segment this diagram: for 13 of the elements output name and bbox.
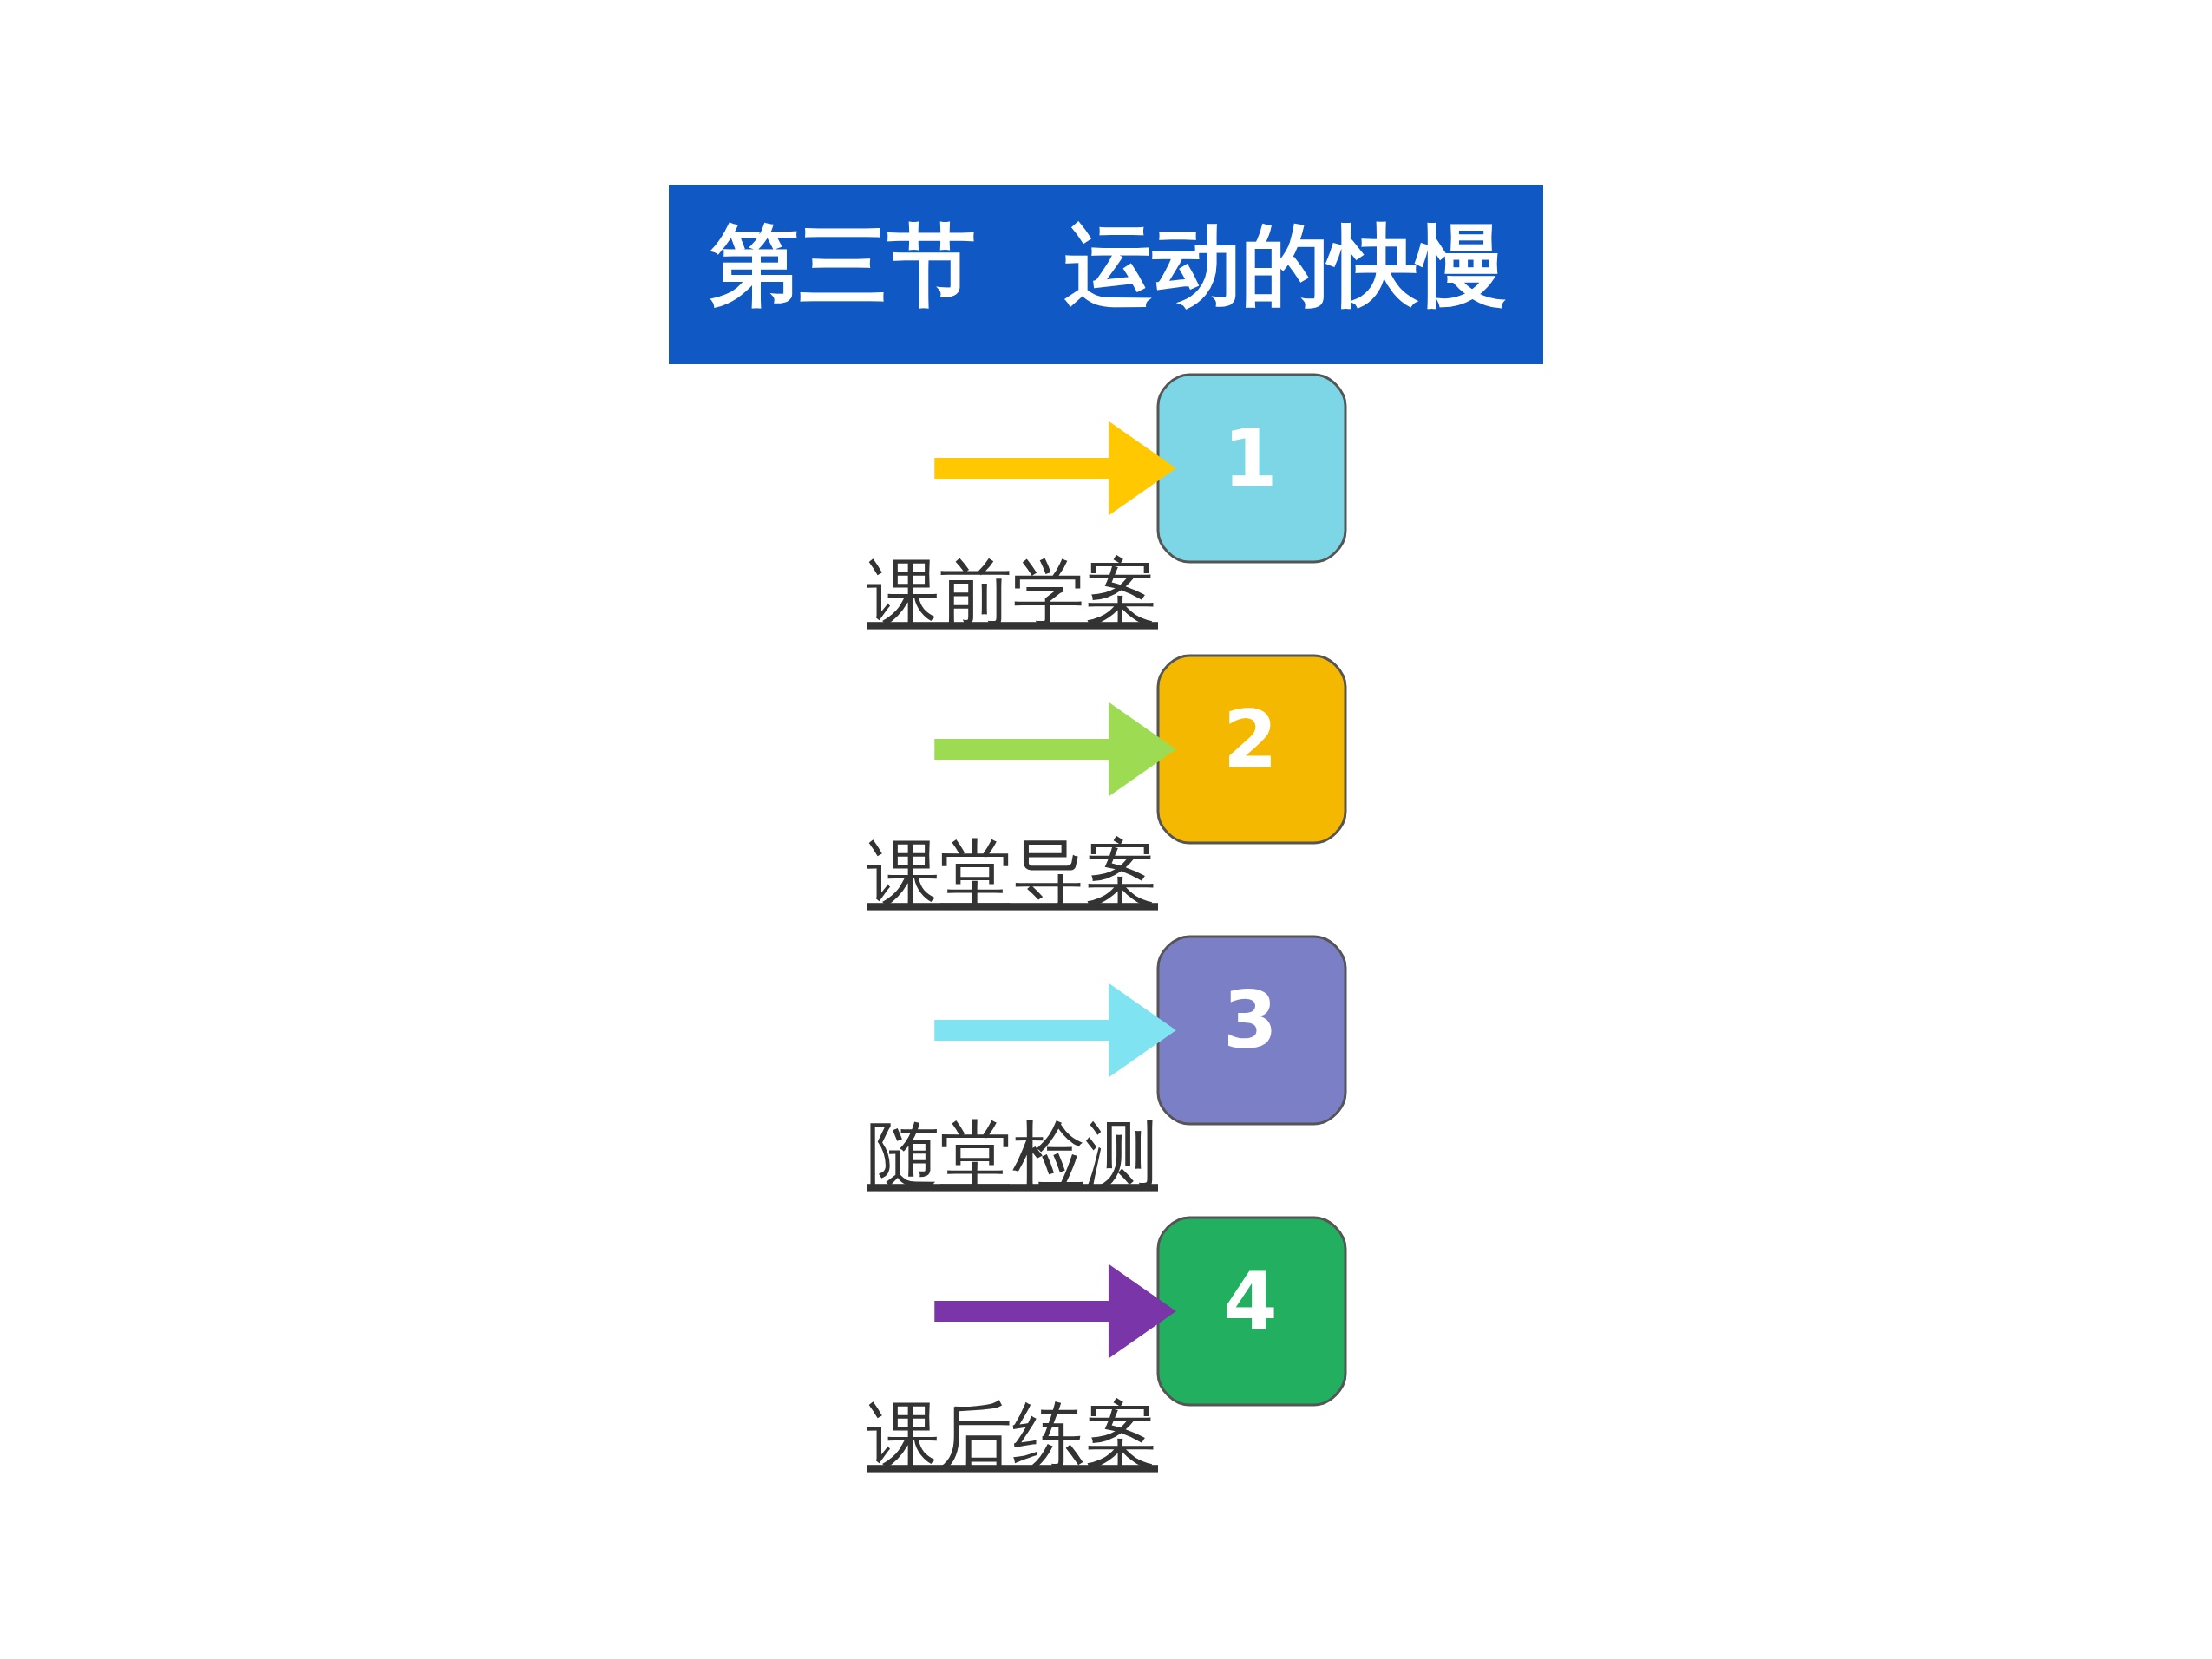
arrow [934, 982, 1176, 1078]
node-label: 随堂检测 [867, 1111, 1158, 1197]
arrow [934, 701, 1176, 797]
node-box: 1 [1156, 373, 1347, 563]
node-label: 课后练案 [867, 1392, 1158, 1478]
node-box: 4 [1156, 1216, 1347, 1406]
node-box: 2 [1156, 654, 1347, 844]
arrow [934, 1263, 1176, 1359]
arrow [934, 420, 1176, 516]
node-box: 3 [1156, 935, 1347, 1125]
node-label: 课前学案 [867, 549, 1158, 635]
diagram-title: 第三节 运动的快慢 [710, 212, 1507, 317]
node-label: 课堂导案 [867, 830, 1158, 916]
